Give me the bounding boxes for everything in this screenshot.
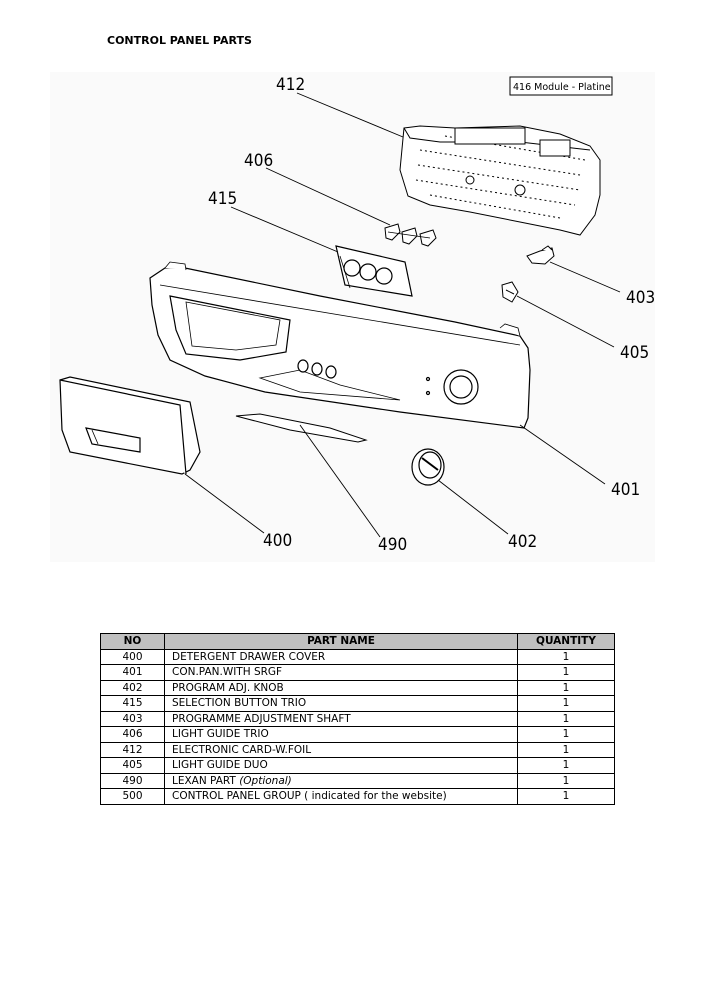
programme-shaft-drawing <box>526 245 555 265</box>
part-name: PROGRAMME ADJUSTMENT SHAFT <box>164 710 518 727</box>
parts-table: NO PART NAME QUANTITY 400 DETERGENT DRAWE… <box>100 633 615 805</box>
module-label: 416 Module - Platine <box>513 82 611 93</box>
part-name-text: PROGRAM ADJ. KNOB <box>172 681 284 694</box>
part-name: ELECTRONIC CARD-W.FOIL <box>164 741 518 758</box>
table-row: 406 LIGHT GUIDE TRIO 1 <box>100 726 615 743</box>
part-quantity: 1 <box>517 695 615 712</box>
callout-406: 406 <box>244 151 273 171</box>
part-number: 490 <box>100 772 165 789</box>
program-knob-drawing <box>411 448 445 486</box>
part-name-text: SELECTION BUTTON TRIO <box>172 697 307 710</box>
part-quantity: 1 <box>517 664 615 681</box>
callout-490: 490 <box>378 535 407 555</box>
module-label-box: 416 Module - Platine <box>509 76 613 96</box>
lexan-part-drawing <box>235 413 368 443</box>
part-quantity: 1 <box>517 757 615 774</box>
part-quantity: 1 <box>517 788 615 805</box>
part-note: (Optional) <box>239 774 292 787</box>
part-quantity: 1 <box>517 648 615 665</box>
part-name: PROGRAM ADJ. KNOB <box>164 679 518 696</box>
parts-table-header: NO PART NAME QUANTITY <box>100 633 615 650</box>
table-row: 401 CON.PAN.WITH SRGF 1 <box>100 664 615 681</box>
part-quantity: 1 <box>517 741 615 758</box>
selection-button-trio-drawing <box>335 245 413 297</box>
part-number: 400 <box>100 648 165 665</box>
part-number: 415 <box>100 695 165 712</box>
part-name: LEXAN PART (Optional) <box>164 772 518 789</box>
part-number: 412 <box>100 741 165 758</box>
electronic-card-drawing <box>399 125 601 236</box>
parts-table-body: 400 DETERGENT DRAWER COVER 1 401 CON.PAN.WIT… <box>100 648 615 805</box>
part-quantity: 1 <box>517 679 615 696</box>
part-name-text: PROGRAMME ADJUSTMENT SHAFT <box>172 712 351 725</box>
part-quantity: 1 <box>517 710 615 727</box>
table-row: 402 PROGRAM ADJ. KNOB 1 <box>100 679 615 696</box>
part-name-text: LEXAN PART <box>172 774 240 787</box>
exploded-parts-diagram: 416 Module - Platine <box>50 72 655 562</box>
header-no: NO <box>100 633 165 650</box>
part-name-text: ELECTRONIC CARD-W.FOIL <box>172 743 312 756</box>
detergent-drawer-cover-drawing <box>59 376 201 475</box>
part-number: 402 <box>100 679 165 696</box>
part-name-text: LIGHT GUIDE TRIO <box>172 728 269 741</box>
part-name-text: CON.PAN.WITH SRGF <box>172 666 283 679</box>
table-row: 500 CONTROL PANEL GROUP ( indicated for t… <box>100 788 615 805</box>
part-name-text: LIGHT GUIDE DUO <box>172 759 268 772</box>
part-name: LIGHT GUIDE TRIO <box>164 726 518 743</box>
part-name: CON.PAN.WITH SRGF <box>164 664 518 681</box>
part-number: 500 <box>100 788 165 805</box>
part-quantity: 1 <box>517 772 615 789</box>
part-number: 405 <box>100 757 165 774</box>
table-row: 415 SELECTION BUTTON TRIO 1 <box>100 695 615 712</box>
part-number: 403 <box>100 710 165 727</box>
callout-415: 415 <box>208 189 237 209</box>
part-name: CONTROL PANEL GROUP ( indicated for the … <box>164 788 518 805</box>
callout-403: 403 <box>626 288 655 308</box>
callout-405: 405 <box>620 343 649 363</box>
control-panel-drawing <box>149 261 531 429</box>
table-row: 412 ELECTRONIC CARD-W.FOIL 1 <box>100 741 615 758</box>
callout-402: 402 <box>508 532 537 552</box>
callout-412: 412 <box>276 75 305 95</box>
part-name-text: CONTROL PANEL GROUP ( indicated for the … <box>172 790 447 803</box>
part-number: 406 <box>100 726 165 743</box>
part-name: LIGHT GUIDE DUO <box>164 757 518 774</box>
callout-400: 400 <box>263 531 292 551</box>
part-name: DETERGENT DRAWER COVER <box>164 648 518 665</box>
light-guide-duo-drawing <box>501 281 519 303</box>
part-name: SELECTION BUTTON TRIO <box>164 695 518 712</box>
leader-lines <box>184 92 621 538</box>
part-quantity: 1 <box>517 726 615 743</box>
table-row: 400 DETERGENT DRAWER COVER 1 <box>100 648 615 665</box>
light-guide-trio-drawing <box>384 223 437 247</box>
callout-401: 401 <box>611 480 640 500</box>
table-row: 403 PROGRAMME ADJUSTMENT SHAFT 1 <box>100 710 615 727</box>
header-quantity: QUANTITY <box>517 633 615 650</box>
header-part-name: PART NAME <box>164 633 518 650</box>
page-title: CONTROL PANEL PARTS <box>107 34 252 47</box>
part-name-text: DETERGENT DRAWER COVER <box>172 650 326 663</box>
part-number: 401 <box>100 664 165 681</box>
table-row: 405 LIGHT GUIDE DUO 1 <box>100 757 615 774</box>
